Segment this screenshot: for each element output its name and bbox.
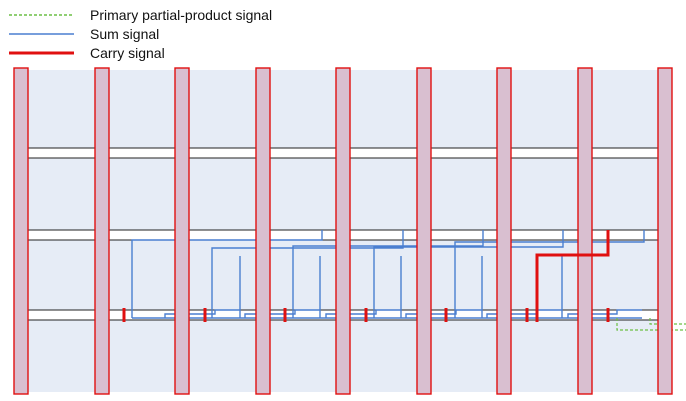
column-cell	[174, 67, 190, 395]
sum-wire	[325, 309, 401, 318]
sum-wire	[567, 309, 642, 318]
legend: Primary partial-product signal Sum signa…	[9, 7, 272, 61]
column-cell	[94, 67, 110, 395]
carry-signal-wires	[122, 230, 610, 322]
sum-wire	[373, 230, 564, 318]
sum-wire	[164, 309, 240, 318]
sum-wire	[292, 230, 484, 318]
sum-wire	[211, 230, 404, 318]
column-cell	[496, 67, 512, 395]
column-cell	[416, 67, 432, 395]
sum-wire	[405, 309, 482, 318]
sum-wire	[244, 309, 320, 318]
column-cell	[657, 67, 673, 395]
legend-primary-label: Primary partial-product signal	[90, 7, 272, 23]
sum-signal-wires	[131, 230, 645, 319]
legend-carry-label: Carry signal	[90, 45, 165, 61]
column-cell	[13, 67, 29, 395]
column-cell	[335, 67, 351, 395]
carry-wire	[535, 230, 610, 322]
column-cell	[255, 67, 271, 395]
columns	[13, 67, 673, 395]
primary-wire	[649, 318, 686, 325]
sum-wire	[454, 230, 645, 318]
sum-wire	[131, 230, 323, 318]
legend-sum-label: Sum signal	[90, 26, 159, 42]
column-cell	[577, 67, 593, 395]
